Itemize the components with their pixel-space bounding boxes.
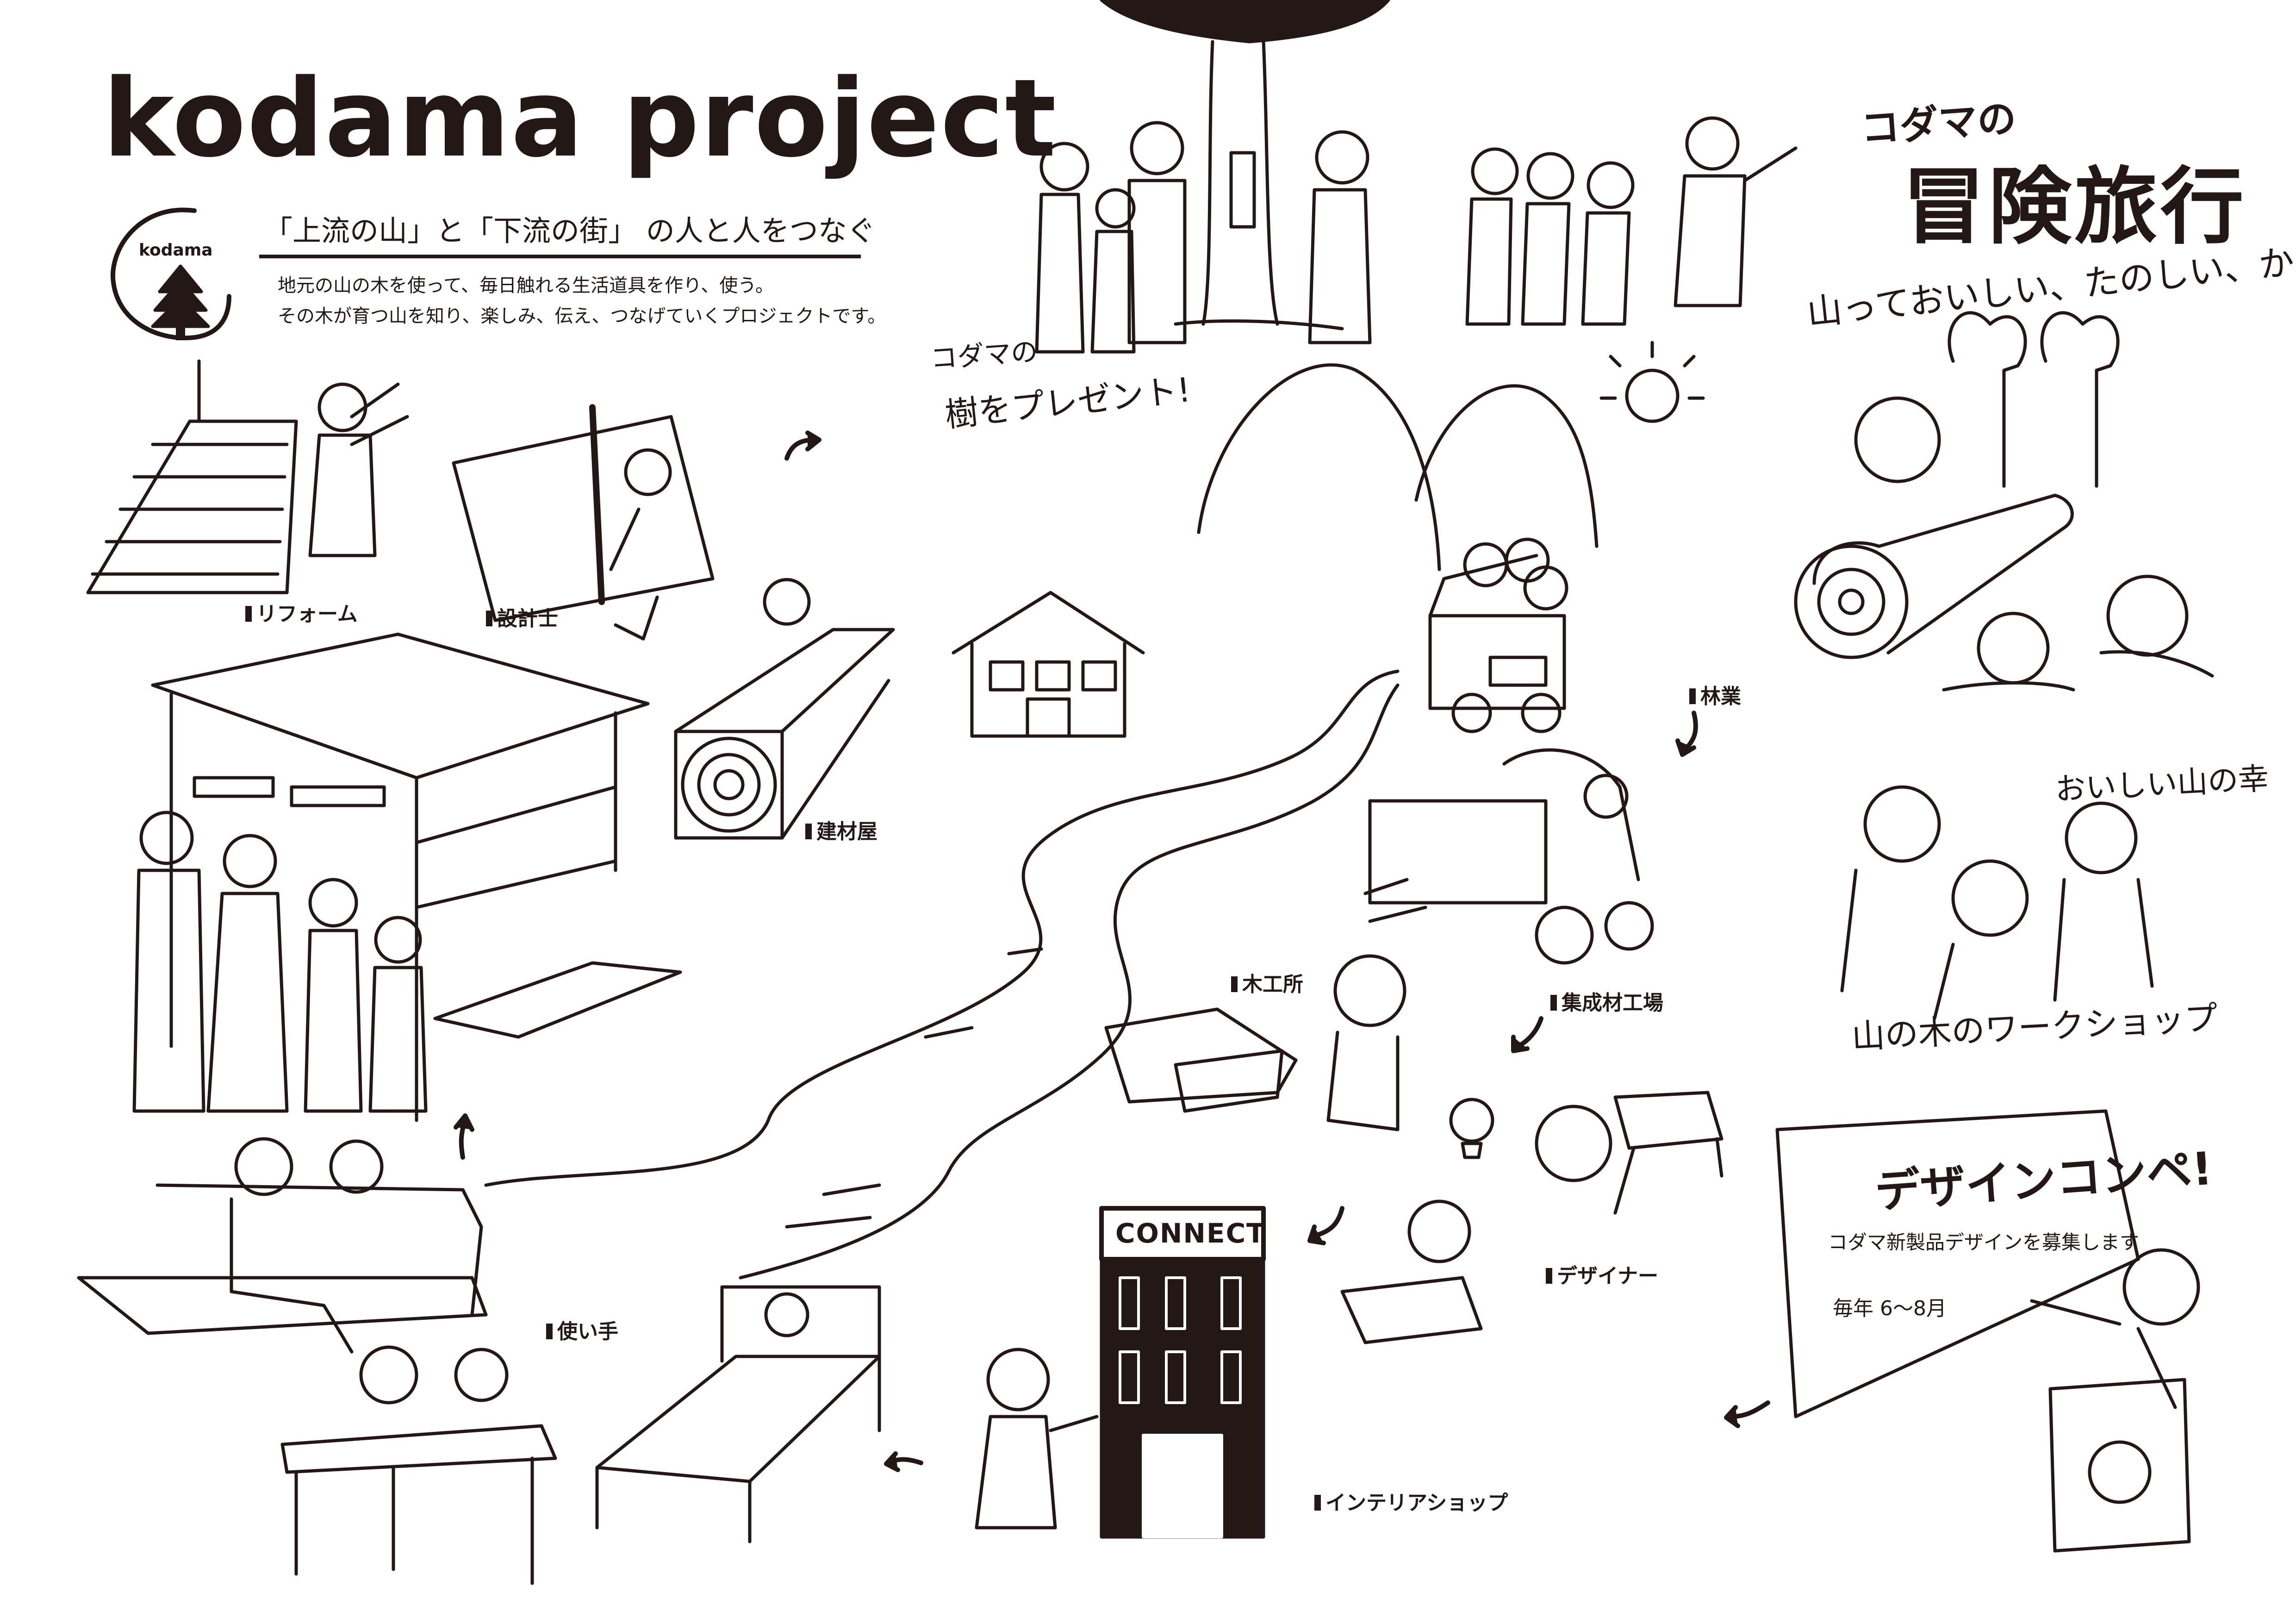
giant-tree xyxy=(1100,0,1390,331)
mountain-food-scene xyxy=(1794,311,2214,692)
contest-board xyxy=(1775,1109,2200,1553)
river xyxy=(484,669,1400,1280)
log-truck xyxy=(1428,537,1568,733)
contest-description: コダマ新製品デザインを募集します xyxy=(1828,1231,2140,1254)
workshop-scene xyxy=(1840,785,2154,1020)
shop-sign: CONNECT xyxy=(1115,1218,1266,1249)
architect-board xyxy=(452,404,715,641)
adventure-title-large: 冒険旅行 xyxy=(1902,159,2247,256)
label-lumber: 建材屋 xyxy=(805,815,877,844)
label-architect: 設計士 xyxy=(486,602,558,631)
label-designer: デザイナー xyxy=(1546,1259,1658,1289)
label-user: 使い手 xyxy=(546,1315,618,1344)
children-desks xyxy=(280,1345,557,1585)
logo-text: kodama xyxy=(139,241,213,260)
kodama-logo xyxy=(111,207,231,340)
label-interior: インテリアショップ xyxy=(1314,1486,1508,1516)
reform-scene xyxy=(86,359,409,594)
family-house xyxy=(132,632,682,1122)
woodshop-scene xyxy=(1104,954,1406,1131)
connect-building xyxy=(975,1206,1266,1539)
flow-arrows xyxy=(454,431,1770,1472)
label-woodshop: 木工所 xyxy=(1231,968,1303,997)
mountains xyxy=(1197,341,1705,571)
label-forestry: 林業 xyxy=(1689,680,1741,709)
designer-scene xyxy=(1340,1091,1724,1344)
label-reform: リフォーム xyxy=(245,597,358,627)
page-subtitle: 「上流の山」と「下流の街」 の人と人をつなぐ xyxy=(264,214,876,248)
label-laminated: 集成材工場 xyxy=(1550,986,1663,1016)
gift-line-1: コダマの xyxy=(929,335,1039,375)
intro-line-1: 地元の山の木を使って、毎日触れる生活道具を作り、使う。 xyxy=(278,275,774,296)
bed-scene xyxy=(595,1285,881,1543)
intro-line-2: その木が育つ山を知り、楽しみ、伝え、つなげていくプロジェクトです。 xyxy=(278,306,886,327)
sofa-scene xyxy=(77,1137,488,1354)
mountain-house xyxy=(952,591,1145,738)
walking-group xyxy=(1465,116,1798,326)
title-divider xyxy=(259,255,861,258)
tree-family xyxy=(1035,121,1372,354)
page-title: kodama project xyxy=(103,56,1058,181)
contest-period: 毎年 6〜8月 xyxy=(1833,1297,1947,1320)
lumber-beam xyxy=(674,578,895,840)
forklift xyxy=(1363,748,1654,965)
